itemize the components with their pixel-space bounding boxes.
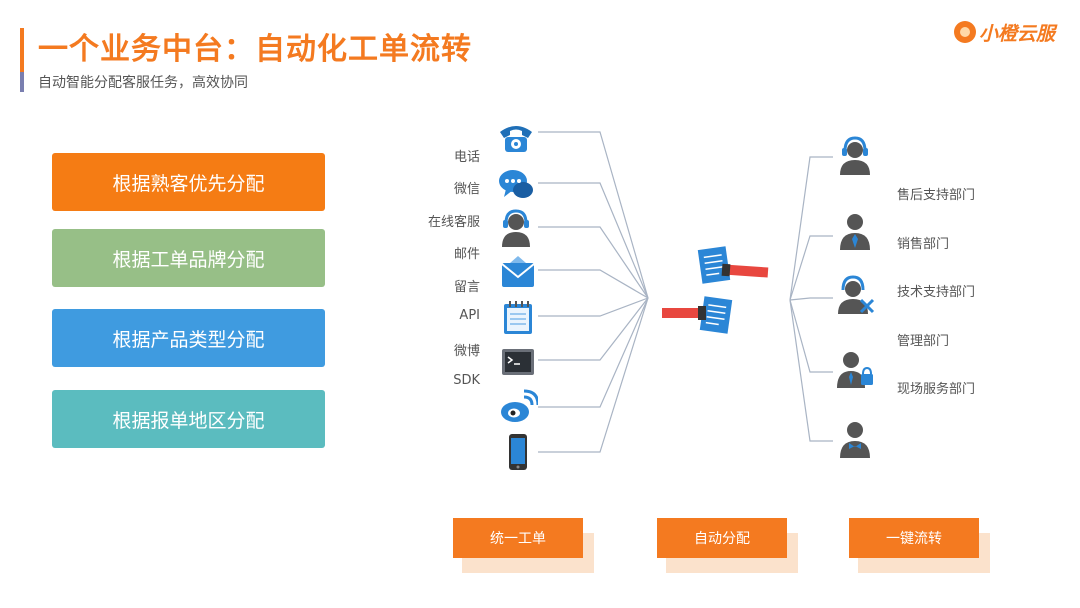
support-agent-icon xyxy=(840,136,870,175)
channel-label: 邮件 xyxy=(453,247,480,262)
manager-lock-icon xyxy=(837,352,873,388)
document-handoff-bottom-icon xyxy=(662,296,733,334)
sales-person-icon xyxy=(840,214,870,250)
card-product-type: 根据产品类型分配 xyxy=(52,309,325,367)
headset-agent-icon xyxy=(502,209,530,247)
channel-label: 在线客服 xyxy=(427,215,480,230)
card-ticket-brand: 根据工单品牌分配 xyxy=(52,229,325,287)
step-one-click-transfer: 一键流转 xyxy=(849,518,979,558)
card-regular-customer: 根据熟客优先分配 xyxy=(52,153,325,211)
telephone-icon xyxy=(500,126,532,152)
card-region: 根据报单地区分配 xyxy=(52,390,325,448)
channel-label: 电话 xyxy=(453,150,480,165)
field-service-person-icon xyxy=(840,422,870,458)
department-label: 现场服务部门 xyxy=(897,382,976,397)
document-handoff-top-icon xyxy=(697,246,769,284)
department-label: 售后支持部门 xyxy=(897,188,976,203)
page-subtitle: 自动智能分配客服任务，高效协同 xyxy=(38,75,248,91)
step-unified-ticket: 统一工单 xyxy=(453,518,583,558)
weibo-icon xyxy=(501,389,538,422)
step-label: 统一工单 xyxy=(490,531,546,547)
brand-name: 小橙云服 xyxy=(979,22,1056,45)
notepad-icon xyxy=(504,301,532,334)
mail-icon xyxy=(501,256,535,287)
page-title: 一个业务中台：自动化工单流转 xyxy=(38,32,472,67)
channel-label: SDK xyxy=(453,373,480,388)
channel-label: 微信 xyxy=(453,182,480,197)
step-label: 自动分配 xyxy=(694,531,750,547)
brand-logo-icon xyxy=(954,21,976,43)
department-label: 技术支持部门 xyxy=(897,285,976,300)
channel-label: 微博 xyxy=(453,344,480,359)
brand-logo: 小橙云服 xyxy=(954,18,1055,46)
tech-support-icon xyxy=(838,275,875,314)
step-label: 一键流转 xyxy=(886,531,942,547)
terminal-api-icon xyxy=(502,349,534,375)
subtitle-accent-bar xyxy=(20,72,24,92)
card-label: 根据工单品牌分配 xyxy=(112,248,265,271)
title-accent-bar xyxy=(20,28,24,92)
card-label: 根据熟客优先分配 xyxy=(112,172,265,195)
card-label: 根据报单地区分配 xyxy=(112,409,265,432)
department-label: 销售部门 xyxy=(897,237,950,252)
mobile-phone-icon xyxy=(509,434,527,470)
channel-label: 留言 xyxy=(453,280,480,295)
wechat-chat-icon xyxy=(499,170,533,198)
step-auto-assign: 自动分配 xyxy=(657,518,787,558)
channel-label: API xyxy=(459,308,480,323)
card-label: 根据产品类型分配 xyxy=(112,328,265,351)
department-label: 管理部门 xyxy=(897,334,950,349)
